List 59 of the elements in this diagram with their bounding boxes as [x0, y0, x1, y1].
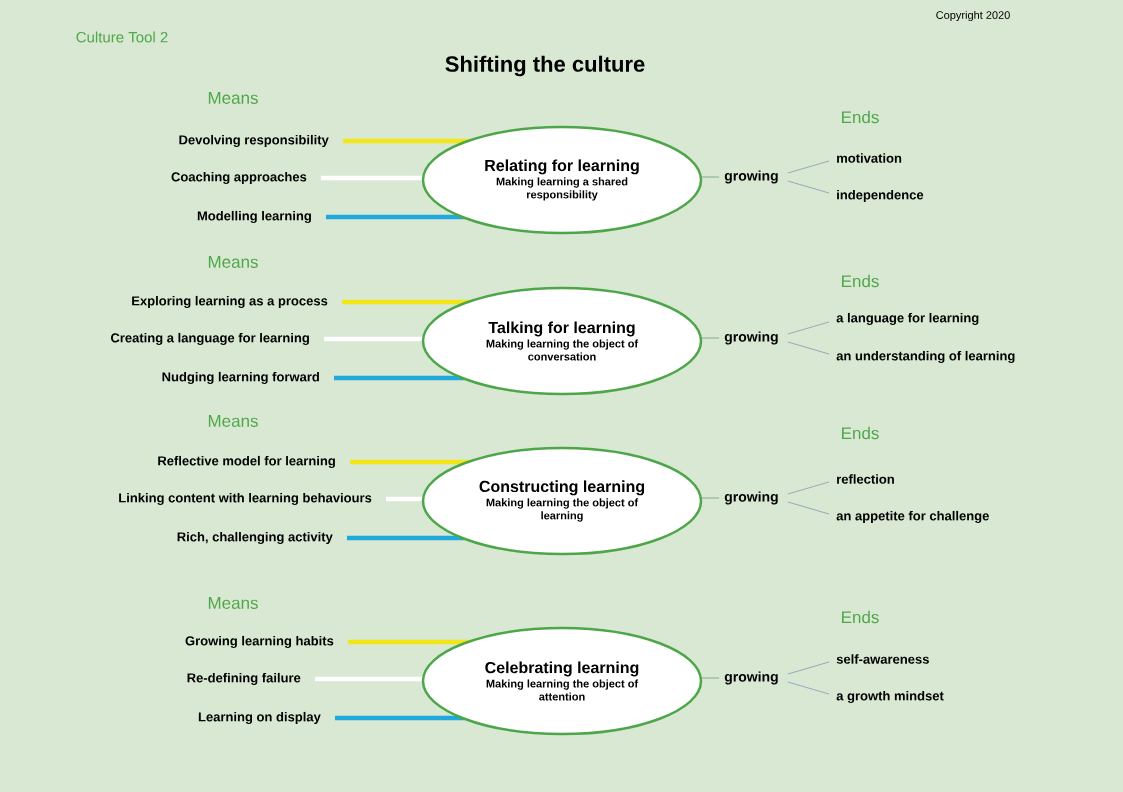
- connector-line: [700, 497, 720, 499]
- connector-line: [787, 180, 830, 194]
- copyright-text: Copyright 2020: [936, 10, 1010, 22]
- growing-text: growing: [724, 491, 778, 505]
- connector-line: [787, 321, 830, 335]
- means-text: Reflective model for learning: [158, 455, 335, 469]
- connector-line: [787, 501, 830, 515]
- column-heading: Ends: [842, 110, 879, 124]
- ends-text: motivation: [837, 153, 902, 163]
- growing-text: growing: [724, 671, 778, 685]
- title: Shifting the culture: [445, 55, 645, 77]
- means-text: Learning on display: [198, 711, 321, 725]
- means-text: Re-defining failure: [187, 672, 301, 686]
- ends-text: a language for learning: [836, 312, 979, 326]
- ellipse-node: Talking for learning Making learning the object of conversation: [421, 286, 703, 396]
- ellipse-node: Constructing learning Making learning the object of learning: [421, 446, 703, 556]
- means-text: Linking content with learning behaviours: [119, 492, 372, 506]
- means-text: Nudging learning forward: [162, 371, 319, 385]
- ellipse-node: Celebrating learning Making learning the object of attention: [421, 626, 703, 736]
- connector-line: [347, 535, 465, 541]
- connector-line: [787, 481, 830, 495]
- means-text: Modelling learning: [197, 210, 311, 224]
- means-text: Rich, challenging activity: [177, 531, 333, 545]
- connector-line: [343, 138, 470, 144]
- connector-line: [342, 299, 470, 305]
- connector-line: [700, 677, 720, 679]
- means-text: Coaching approaches: [171, 171, 307, 185]
- ends-text: an appetite for challenge: [836, 510, 989, 524]
- connector-line: [348, 639, 470, 645]
- means-text: Growing learning habits: [185, 635, 334, 649]
- column-heading: Ends: [842, 610, 879, 624]
- ends-text: self-awareness: [836, 654, 929, 664]
- connector-line: [700, 337, 720, 339]
- connector-line: [787, 160, 830, 174]
- means-text: Exploring learning as a process: [132, 295, 328, 309]
- column-heading: Ends: [842, 274, 879, 288]
- ellipse-node: Relating for learning Making learning a shared responsibility: [421, 125, 703, 235]
- column-heading: Means: [208, 256, 258, 268]
- connector-line: [787, 341, 830, 355]
- column-heading: Ends: [842, 426, 879, 440]
- tool-title: Culture Tool 2: [76, 31, 168, 43]
- ends-text: an understanding of learning: [836, 350, 1015, 364]
- growing-text: growing: [724, 170, 778, 184]
- means-text: Devolving responsibility: [179, 134, 329, 148]
- connector-line: [787, 681, 830, 695]
- connector-line: [700, 176, 720, 178]
- column-heading: Means: [208, 597, 258, 609]
- ends-text: independence: [837, 189, 924, 203]
- means-text: Creating a language for learning: [110, 332, 309, 346]
- connector-line: [334, 375, 465, 381]
- growing-text: growing: [724, 331, 778, 345]
- connector-line: [787, 661, 830, 675]
- column-heading: Means: [208, 415, 258, 427]
- connector-line: [326, 214, 465, 220]
- connector-line: [335, 715, 465, 721]
- connector-line: [350, 459, 470, 465]
- ends-text: a growth mindset: [836, 690, 944, 704]
- ends-text: reflection: [837, 474, 894, 484]
- column-heading: Means: [208, 92, 258, 104]
